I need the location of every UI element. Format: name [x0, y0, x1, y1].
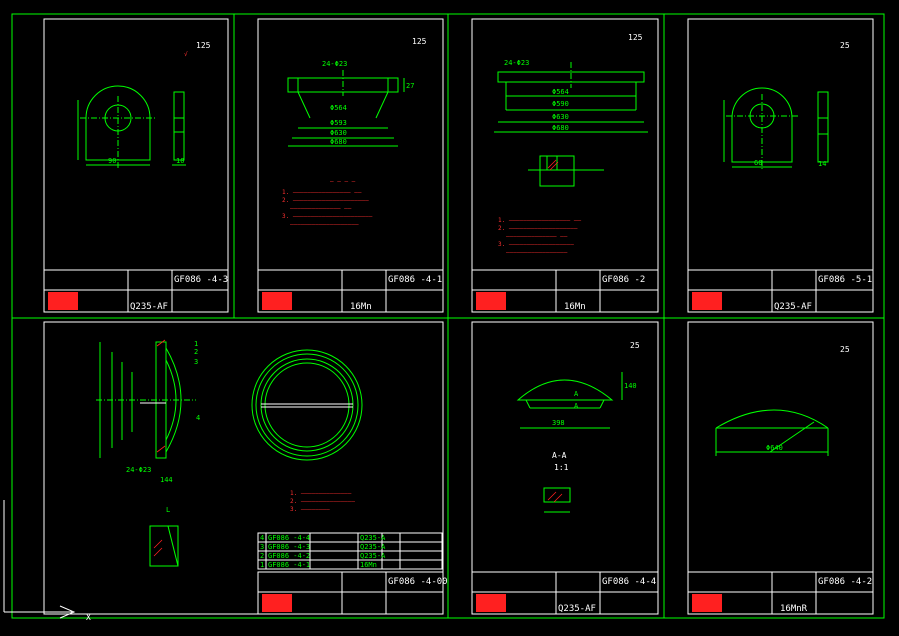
svg-text:———————————————————: ———————————————————: [290, 221, 359, 228]
section-label-a-top: A: [574, 390, 579, 398]
tech-notes-s3: 1. ————————————————— —— 2. —————————————…: [498, 217, 581, 256]
roughness-mark-s1: √: [184, 51, 188, 58]
svg-text:—————————————————: —————————————————: [506, 249, 568, 256]
title-block-s6-material: Q235-AF: [558, 604, 596, 614]
bom-row1-n: 4: [260, 534, 264, 542]
title-block-s4-material: Q235-AF: [774, 302, 812, 312]
svg-text:2. ———————————————————: 2. ———————————————————: [498, 225, 578, 232]
title-block-s2-dwg-no: GF086 -4-1: [388, 275, 442, 285]
part-lug-s1: [77, 85, 186, 168]
roughness-s6: 25: [630, 341, 640, 350]
callout-2: 2: [194, 348, 198, 356]
dim-s5-holes: 24-Φ23: [126, 466, 151, 474]
tech-notes-s2: — — — — 1. ———————————————— —— 2. ——————…: [282, 178, 373, 228]
svg-text:2. —————————————————————: 2. —————————————————————: [282, 197, 369, 204]
bom-row4-mat: 16Mn: [360, 561, 377, 569]
bom-row4-no: GF086 -4-1: [268, 561, 310, 569]
dim-s1-width: 90: [108, 157, 116, 165]
dim-s4-width: 60: [754, 159, 762, 167]
roughness-s1: 125: [196, 41, 211, 50]
sheet-border-s7: [687, 321, 874, 615]
title-block-s1-material: Q235-AF: [130, 302, 168, 312]
part-flange-s3: [494, 62, 648, 187]
bom-row3-no: GF086 -4-2: [268, 552, 310, 560]
bom-row2-no: GF086 -4-3: [268, 543, 310, 551]
title-block-s3-material: 16Mn: [564, 302, 586, 312]
dim-s6-width: 398: [552, 419, 565, 427]
ucs-icon: [3, 500, 76, 619]
dim-s2-d1: Φ564: [330, 104, 347, 112]
part-segment-s6: [516, 372, 623, 513]
dim-s2-h: 27: [406, 82, 414, 90]
sheet-border-s4: [687, 18, 874, 313]
title-block-s3-dwg-no: GF086 -2: [602, 275, 645, 285]
callout-4: 4: [196, 414, 200, 422]
roughness-s2: 125: [412, 37, 427, 46]
callout-1: 1: [194, 340, 198, 348]
title-block-s1-dwg-no: GF086 -4-3: [174, 275, 228, 285]
dim-s3-d2: Φ590: [552, 100, 569, 108]
section-scale: 1:1: [554, 463, 569, 472]
part-flange-s2: [287, 70, 405, 147]
dim-s2-d2: Φ593: [330, 119, 347, 127]
sheet-border-s5: [43, 321, 444, 615]
svg-text:3. ————————: 3. ————————: [290, 506, 330, 513]
dim-s6-height: 140: [624, 382, 637, 390]
dim-s3-d4: Φ680: [552, 124, 569, 132]
svg-text:1. ——————————————: 1. ——————————————: [290, 490, 352, 497]
svg-text:3. ——————————————————————: 3. ——————————————————————: [282, 213, 373, 220]
title-block-s2-material: 16Mn: [350, 302, 372, 312]
dim-s2-d3: Φ630: [330, 129, 347, 137]
dim-s3-d1: Φ564: [552, 88, 569, 96]
crosshair-cursor[interactable]: X: [86, 613, 91, 622]
title-block-s5-dwg-no: GF086 -4-00: [388, 577, 448, 587]
bom-row3-n: 2: [260, 552, 264, 560]
svg-text:—————————————— ——: —————————————— ——: [290, 205, 352, 212]
tech-notes-s5: 1. —————————————— 2. ——————————————— 3. …: [290, 490, 355, 513]
detail-label-s5: L: [166, 506, 170, 514]
sheet-border-s2: [257, 18, 444, 313]
callout-3: 3: [194, 358, 198, 366]
title-block-s4-dwg-no: GF086 -5-1: [818, 275, 872, 285]
title-block-s7-dwg-no: GF086 -4-2: [818, 577, 872, 587]
roughness-s7: 25: [840, 345, 850, 354]
bom-row2-mat: Q235-A: [360, 543, 386, 551]
section-label-a-bottom: A: [574, 402, 579, 410]
bom-row3-mat: Q235-A: [360, 552, 386, 560]
dim-s7-d: Φ640: [766, 444, 783, 452]
svg-text:— — — —: — — — —: [330, 178, 356, 185]
title-block-s6-dwg-no: GF086 -4-4: [602, 577, 656, 587]
title-block-s7-material: 16MnR: [780, 604, 808, 614]
section-title-aa: A-A: [552, 451, 567, 460]
roughness-s3: 125: [628, 33, 643, 42]
dim-s2-d4: Φ680: [330, 138, 347, 146]
part-assembly-s5: [96, 339, 363, 567]
bom-row2-n: 3: [260, 543, 264, 551]
bom-table-s5: [257, 532, 443, 570]
roughness-s4: 25: [840, 41, 850, 50]
dim-s3-holes: 24-Φ23: [504, 59, 529, 67]
part-head-s7: [715, 409, 829, 456]
title-blocks: [43, 269, 874, 615]
dim-s1-thickness: 10: [176, 157, 184, 165]
bom-row1-mat: Q235-A: [360, 534, 386, 542]
part-lug-s4: [723, 87, 829, 170]
bom-row4-n: 1: [260, 561, 264, 569]
bom-row1-no: GF086 -4-4: [268, 534, 310, 542]
sheet-border-s3: [471, 18, 659, 313]
svg-text:1. ———————————————— ——: 1. ———————————————— ——: [282, 189, 362, 196]
dim-s5-h: 144: [160, 476, 173, 484]
svg-text:1. ————————————————— ——: 1. ————————————————— ——: [498, 217, 581, 224]
dim-s2-holes: 24-Φ23: [322, 60, 347, 68]
dim-s4-thickness: 14: [818, 160, 826, 168]
svg-text:3. ——————————————————: 3. ——————————————————: [498, 241, 574, 248]
svg-text:2. ———————————————: 2. ———————————————: [290, 498, 355, 505]
dim-s3-d3: Φ630: [552, 113, 569, 121]
svg-text:—————————————— ——: —————————————— ——: [506, 233, 568, 240]
